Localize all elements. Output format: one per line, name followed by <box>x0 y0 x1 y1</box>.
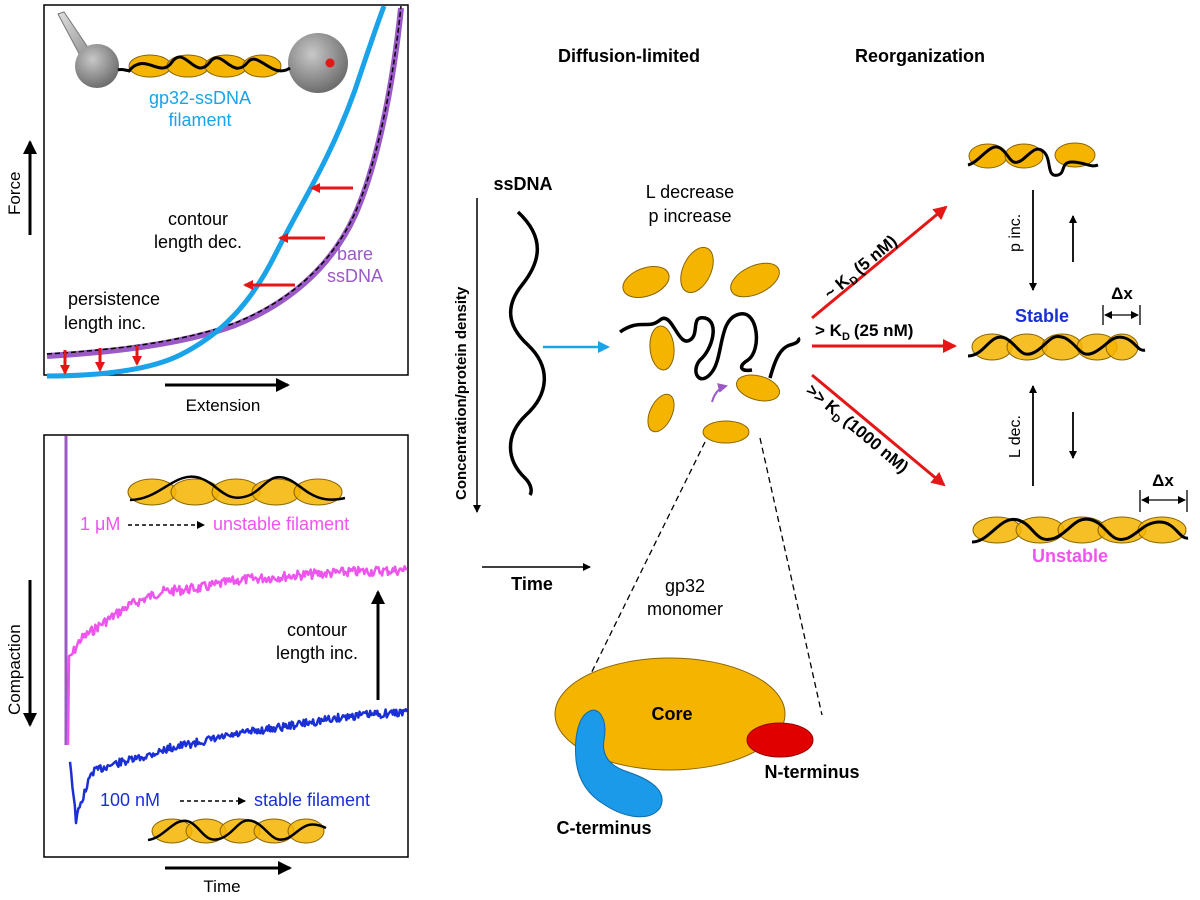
scheme: Diffusion-limited Reorganization Concent… <box>453 46 1189 838</box>
large-bead-icon <box>288 33 348 93</box>
kd-low-label: ~ KD(5 nM) <box>820 231 902 305</box>
concentration-axis-label: Concentration/protein density <box>453 286 470 500</box>
high-concentration-label: 1 μM <box>80 514 120 534</box>
filament-label-line2: filament <box>168 110 231 130</box>
ssdna-label: ssDNA <box>493 174 552 194</box>
panel-b: Compaction Time 1 μM unstable filament c… <box>5 434 409 896</box>
svg-text:>> KD(1000 nM): >> KD(1000 nM) <box>801 381 913 480</box>
kd-low-prefix: ~ K <box>820 271 853 303</box>
header-reorganization: Reorganization <box>855 46 985 66</box>
kd-mid-value: (25 nM) <box>854 321 914 340</box>
extension-axis-label: Extension <box>186 396 261 415</box>
compaction-axis-label: Compaction <box>5 624 24 715</box>
stable-dx-label: Δx <box>1111 284 1133 303</box>
unstable-filament-label: unstable filament <box>213 514 349 534</box>
stable-label: Stable <box>1015 306 1069 326</box>
l-dec-label: L dec. <box>1007 415 1024 458</box>
stable-filament-trace <box>68 707 409 825</box>
kd-low-value: (5 nM) <box>850 231 901 278</box>
kd-mid-sub: D <box>842 331 850 343</box>
n-terminus-domain <box>746 722 814 758</box>
tethered-filament-icon <box>117 54 291 78</box>
contour-shift-arrows <box>60 183 353 375</box>
kd-high-value: (1000 nM) <box>840 412 912 477</box>
monomer-label-line2: monomer <box>647 599 723 619</box>
unstable-filament-scheme-icon <box>971 516 1189 544</box>
monomer-label-line1: gp32 <box>665 576 705 596</box>
small-bead-icon <box>75 44 119 88</box>
bare-ssdna-fit-dashed <box>46 5 402 355</box>
time-axis-label: Time <box>203 877 240 896</box>
laser-spot-icon <box>325 58 335 68</box>
bare-label-line1: bare <box>337 244 373 264</box>
bare-label-line2: ssDNA <box>327 266 383 286</box>
p-inc-label: p inc. <box>1007 214 1024 252</box>
persistence-label-line1: persistence <box>68 289 160 309</box>
p-increase-label: p increase <box>648 206 731 226</box>
stable-filament-icon <box>147 818 327 844</box>
panel-b-frame <box>43 434 409 858</box>
zoom-guide-right <box>759 437 823 716</box>
panel-a-frame <box>43 4 409 376</box>
stable-filament-label: stable filament <box>254 790 370 810</box>
c-terminus-domain <box>575 709 663 818</box>
n-terminus-label: N-terminus <box>764 762 859 782</box>
contour-label-line2: length dec. <box>154 232 242 252</box>
header-diffusion-limited: Diffusion-limited <box>558 46 700 66</box>
svg-text:> KD(25 nM): > KD (25 nM) <box>815 321 913 343</box>
unstable-label: Unstable <box>1032 546 1108 566</box>
unstable-filament-trace <box>66 565 408 745</box>
persistence-label-line2: length inc. <box>64 313 146 333</box>
force-axis-label: Force <box>5 172 24 215</box>
ssdna-strand-icon <box>508 210 546 496</box>
svg-text:~ KD(5 nM): ~ KD(5 nM) <box>820 231 902 305</box>
c-terminus-label: C-terminus <box>556 818 651 838</box>
stable-filament-scheme-icon <box>967 333 1146 361</box>
unstable-filament-icon <box>127 475 346 506</box>
kd-mid-prefix: > K <box>815 321 843 340</box>
gp32-filament-curve <box>46 5 387 379</box>
panel-a: Force Extension gp32-ssDNA filament cont… <box>5 4 409 415</box>
contour-inc-label-line2: length inc. <box>276 643 358 663</box>
kd-mid-label: > KD (25 nM) <box>815 321 913 343</box>
unstable-dx-label: Δx <box>1152 471 1174 490</box>
contour-label-line1: contour <box>168 209 228 229</box>
red-arrow-low-kd <box>811 205 948 320</box>
kd-high-label: >> KD(1000 nM) <box>801 381 913 480</box>
zoom-guide-left <box>577 441 706 701</box>
low-concentration-label: 100 nM <box>100 790 160 810</box>
red-arrow-high-kd <box>811 373 946 487</box>
bare-ssdna-curve <box>46 7 404 359</box>
time-scheme-label: Time <box>511 574 553 594</box>
gp32-monomer-icon <box>554 657 814 818</box>
binding-cloud-icon <box>618 246 801 444</box>
l-decrease-label: L decrease <box>646 182 734 202</box>
core-domain <box>554 657 786 771</box>
partial-filament-icon <box>967 142 1099 177</box>
contour-inc-label-line1: contour <box>287 620 347 640</box>
filament-label-line1: gp32-ssDNA <box>149 88 251 108</box>
core-label: Core <box>651 704 692 724</box>
